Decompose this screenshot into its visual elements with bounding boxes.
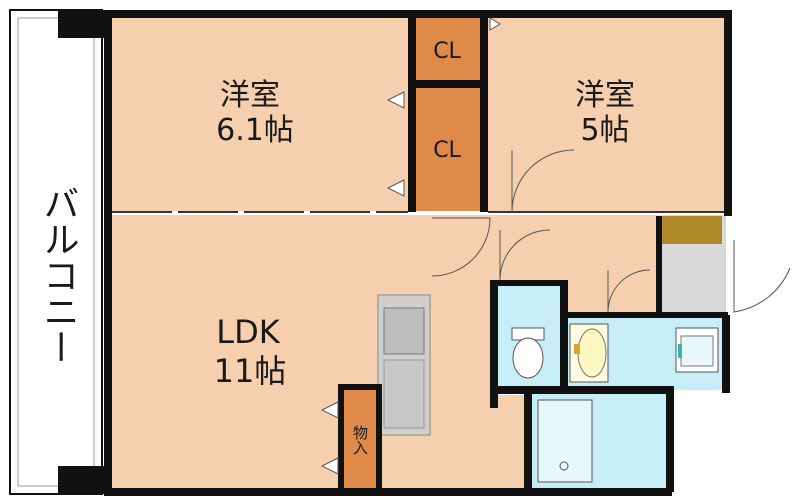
western-room-small-floor [484,16,724,211]
closet-lower-label: CL [433,138,461,163]
western-room-large-name: 洋室 [220,78,280,113]
ldk-size: 11帖 [214,352,287,390]
closet-lower [414,86,480,211]
fixtures [511,323,719,483]
balcony: バルコニー [9,9,112,495]
western-room-small-name: 洋室 [575,78,635,113]
western-room-small-size: 5帖 [580,113,629,148]
washing-machine-icon [675,327,719,373]
room-fills [110,16,726,490]
door-swings [431,149,791,313]
ldk-floor-ext [480,395,530,490]
closet-upper-label: CL [433,39,461,64]
western-room-large-size: 6.1帖 [216,113,294,148]
shoe-box [662,216,722,244]
balcony-label: バルコニー [38,185,79,365]
kitchen-counter [377,294,431,436]
walls [104,10,732,496]
bathtub-icon [537,399,593,483]
ldk-floor [110,215,490,490]
toilet-icon [511,327,545,379]
western-room-large-floor [110,16,410,211]
storage-label: 物入 [351,425,369,455]
storage-floor [342,388,378,490]
room-labels: 洋室 6.1帖 洋室 5帖 LDK 11帖 CL CL 物入 [214,39,635,455]
wash-basin-icon [569,323,609,383]
closet-upper [414,16,480,82]
ldk-name: LDK [216,313,280,351]
closet-door-markers [320,17,501,475]
